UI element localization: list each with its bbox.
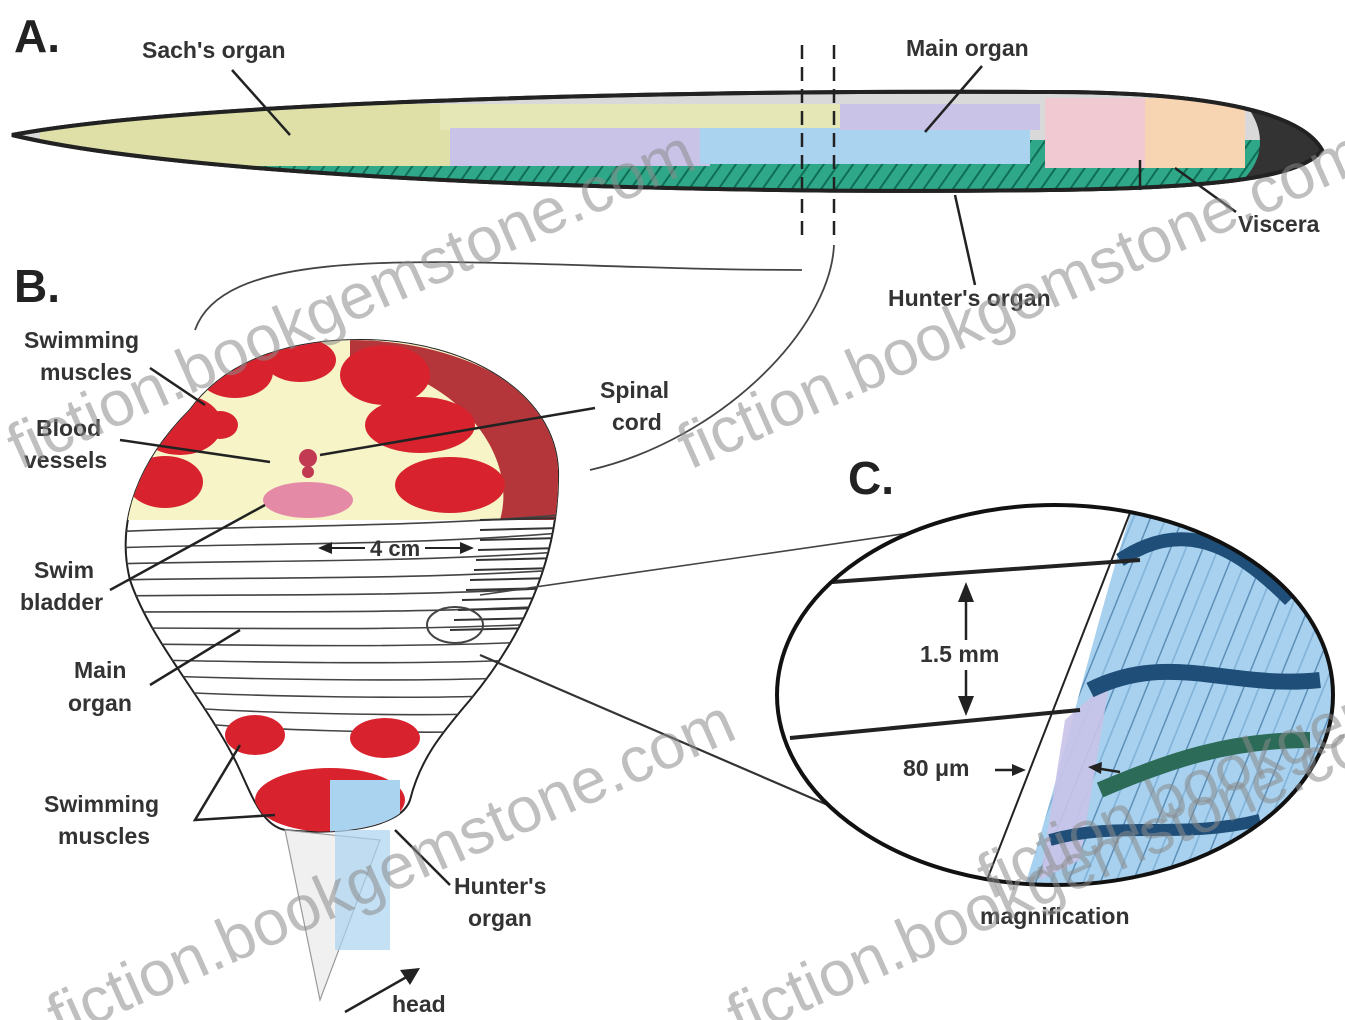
label-1-5mm: 1.5 mm	[920, 641, 999, 667]
svg-text:organ: organ	[68, 690, 132, 716]
swim-bladder-shape	[263, 482, 353, 518]
ventral-swimming-muscle	[350, 718, 420, 758]
panel-label-a: A.	[14, 10, 60, 62]
main-organ-region-lavender	[840, 104, 1040, 130]
svg-text:muscles: muscles	[58, 823, 150, 849]
svg-text:Main: Main	[74, 657, 126, 683]
svg-text:Swimming: Swimming	[24, 327, 139, 353]
swimming-muscle-block	[395, 457, 505, 513]
label-main-organ-top: Main organ	[906, 35, 1029, 61]
viscera-peach	[1145, 98, 1245, 168]
label-main-organ-b: Main organ	[68, 657, 132, 716]
leader-hunters-organ-top	[955, 195, 975, 285]
spinal-cord-shape	[299, 449, 317, 467]
sachs-organ-region	[40, 104, 450, 166]
label-width-4cm: 4 cm	[370, 536, 420, 561]
label-spinal-cord: Spinal cord	[600, 377, 669, 435]
swimming-muscle-block	[340, 345, 430, 405]
svg-text:Swim: Swim	[34, 557, 94, 583]
svg-text:organ: organ	[468, 905, 532, 931]
label-80um: 80 μm	[903, 755, 970, 781]
label-head: head	[392, 991, 446, 1017]
spinal-cord-shape-2	[302, 466, 314, 478]
label-swim-bladder: Swim bladder	[20, 557, 103, 615]
label-hunters-organ-b: Hunter's organ	[454, 873, 546, 931]
panel-label-c: C.	[848, 452, 894, 504]
head-arrow-tip	[400, 968, 420, 985]
svg-text:Spinal: Spinal	[600, 377, 669, 403]
label-sachs-organ: Sach's organ	[142, 37, 286, 63]
viscera-pink	[1045, 98, 1150, 168]
svg-text:cord: cord	[612, 409, 662, 435]
main-organ-region-blue	[700, 128, 1030, 164]
svg-text:bladder: bladder	[20, 589, 103, 615]
label-swimming-muscles-bottom: Swimming muscles	[44, 791, 159, 849]
panel-label-b: B.	[14, 260, 60, 312]
svg-text:Hunter's: Hunter's	[454, 873, 546, 899]
svg-text:Swimming: Swimming	[44, 791, 159, 817]
swimming-muscle-block	[202, 411, 238, 439]
ventral-swimming-muscle	[225, 715, 285, 755]
